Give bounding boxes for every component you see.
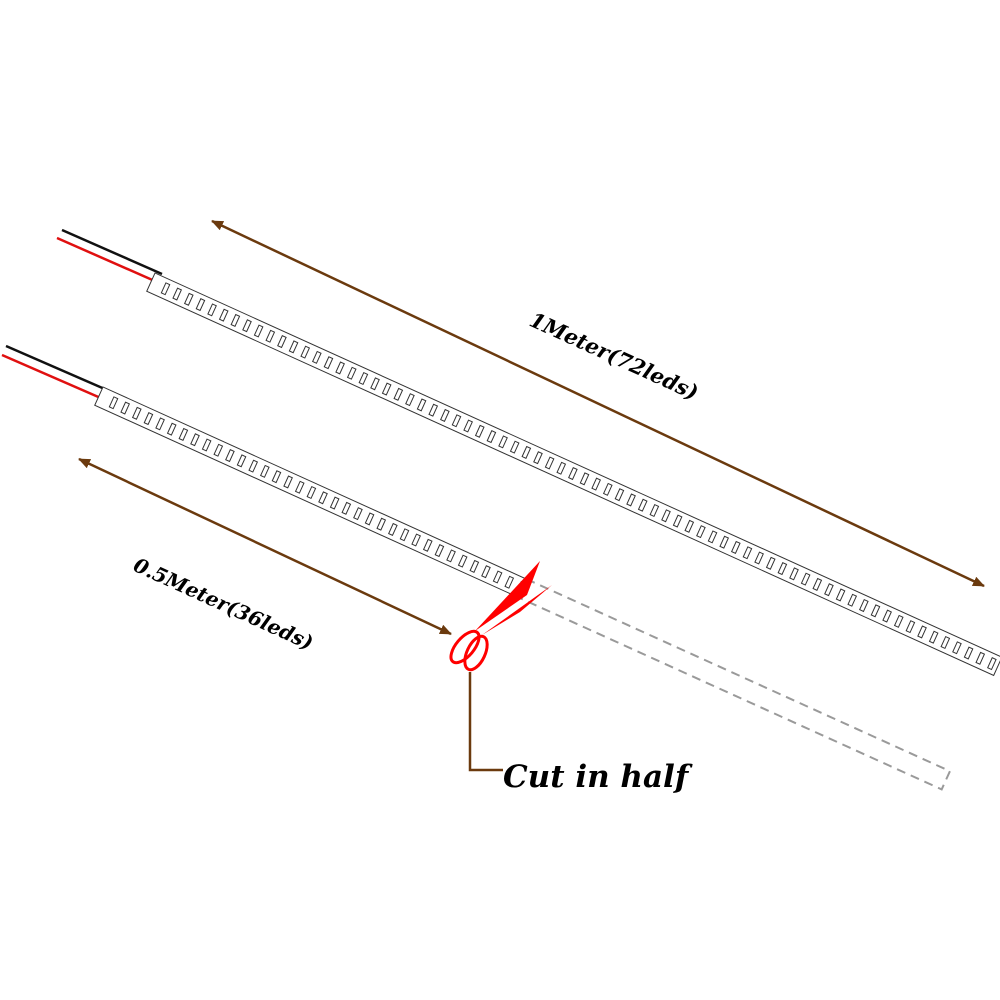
led-pad bbox=[201, 438, 212, 452]
led-pad bbox=[131, 406, 142, 420]
led-pad bbox=[183, 292, 194, 306]
led-pad bbox=[952, 641, 962, 655]
led-pad bbox=[143, 412, 154, 426]
half-length-label: 0.5Meter(36leds) bbox=[130, 553, 317, 655]
led-pad bbox=[155, 417, 165, 431]
led-pad bbox=[190, 433, 200, 447]
led-pad bbox=[975, 651, 986, 665]
led-pad bbox=[987, 657, 997, 671]
led-pad bbox=[858, 598, 869, 613]
led-pad bbox=[847, 593, 858, 607]
led-pad bbox=[940, 635, 951, 650]
full-length-label: 1Meter(72leds) bbox=[526, 307, 702, 405]
half-strip-wire-black bbox=[5, 344, 108, 392]
led-pad bbox=[108, 396, 119, 410]
led-pad bbox=[195, 298, 206, 312]
led-pad bbox=[917, 625, 927, 639]
full-length-arrow bbox=[211, 219, 985, 588]
half-strip-wire-red bbox=[1, 353, 104, 401]
led-pad bbox=[882, 609, 892, 623]
led-pad bbox=[166, 422, 177, 436]
led-pad bbox=[893, 614, 904, 628]
cut-label: Cut in half bbox=[503, 759, 693, 795]
full-strip-wire-black bbox=[61, 228, 163, 276]
led-pad bbox=[178, 427, 189, 441]
led-pad bbox=[928, 630, 939, 644]
led-pad bbox=[963, 646, 974, 660]
led-pad bbox=[905, 620, 916, 634]
led-pad bbox=[835, 588, 846, 602]
half-length-arrow bbox=[78, 457, 452, 636]
led-pad bbox=[870, 604, 881, 618]
led-pad bbox=[120, 401, 131, 415]
full-strip-wire-red bbox=[56, 236, 158, 284]
led-pad bbox=[172, 287, 183, 301]
cut-leader-line bbox=[468, 672, 503, 772]
scissors-icon bbox=[449, 561, 552, 672]
led-pad bbox=[160, 282, 171, 296]
